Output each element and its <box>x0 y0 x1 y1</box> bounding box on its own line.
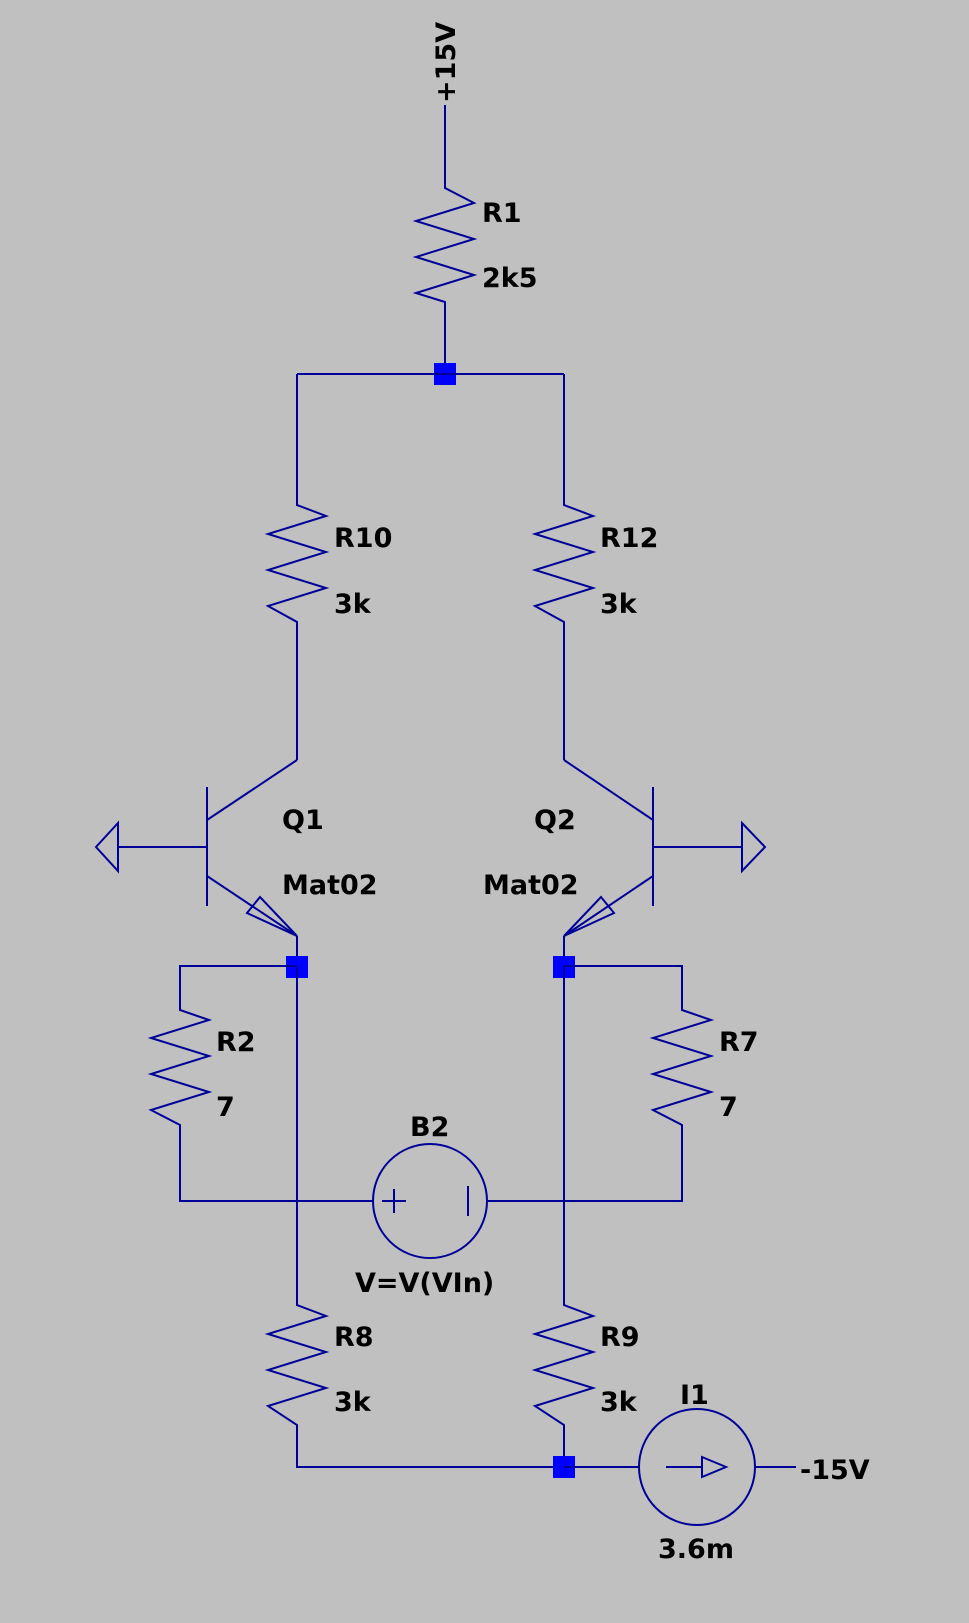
r12-value-label: 3k <box>600 589 638 620</box>
ground-symbol-right <box>741 820 767 874</box>
current-source-i1[interactable] <box>564 1408 796 1526</box>
r9-ref-label: R9 <box>600 1322 640 1353</box>
resistor-r10[interactable] <box>264 374 330 760</box>
r2-ref-label: R2 <box>216 1027 256 1058</box>
resistor-r7[interactable] <box>488 965 715 1202</box>
i1-ref-label: I1 <box>680 1380 709 1411</box>
resistor-r9[interactable] <box>531 966 597 1467</box>
q2-ref-label: Q2 <box>534 805 576 836</box>
transistor-q1[interactable] <box>118 759 298 966</box>
r10-ref-label: R10 <box>334 523 392 554</box>
r7-value-label: 7 <box>719 1092 738 1123</box>
emitter-arrow-q1 <box>245 895 298 937</box>
r1-value-label: 2k5 <box>482 263 538 294</box>
r10-value-label: 3k <box>334 589 372 620</box>
emitter-arrow-q2 <box>563 895 616 937</box>
transistor-q2[interactable] <box>563 759 742 966</box>
r1-ref-label: R1 <box>482 198 522 229</box>
r7-ref-label: R7 <box>719 1027 759 1058</box>
i1-value-label: 3.6m <box>658 1534 734 1565</box>
supply-label-bottom: -15V <box>800 1455 870 1486</box>
b2-value-label: V=V(VIn) <box>355 1268 494 1299</box>
b2-ref-label: B2 <box>410 1112 449 1143</box>
q2-value-label: Mat02 <box>483 870 579 901</box>
ground-symbol-left <box>94 820 119 874</box>
resistor-r12[interactable] <box>531 374 597 760</box>
r8-ref-label: R8 <box>334 1322 374 1353</box>
supply-label-top: +15V <box>431 22 462 103</box>
r9-value-label: 3k <box>600 1387 638 1418</box>
q1-value-label: Mat02 <box>282 870 378 901</box>
resistor-r2[interactable] <box>147 965 373 1202</box>
r2-value-label: 7 <box>216 1092 235 1123</box>
r12-ref-label: R12 <box>600 523 658 554</box>
q1-ref-label: Q1 <box>282 805 324 836</box>
resistor-r1[interactable] <box>412 180 478 374</box>
voltage-source-b2[interactable] <box>372 1143 488 1259</box>
resistor-r8[interactable] <box>264 966 564 1468</box>
r8-value-label: 3k <box>334 1387 372 1418</box>
